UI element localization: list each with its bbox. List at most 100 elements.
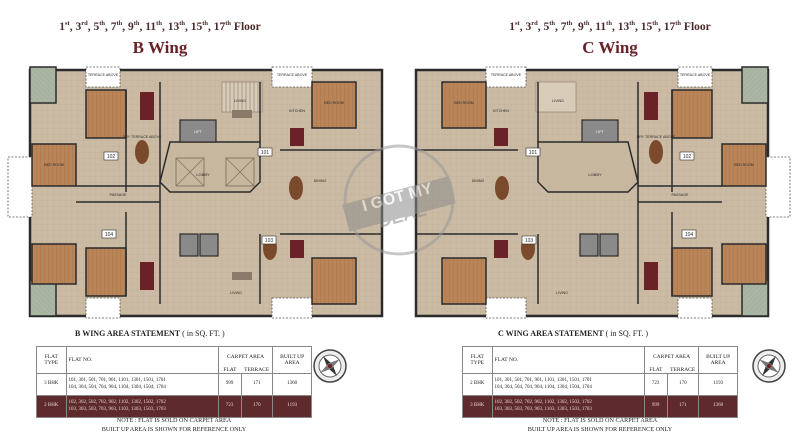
b-h-flat-no: FLAT NO. [65,346,219,374]
c-floor-part: rd [531,20,538,27]
b-h-carpet: CARPET AREA [217,346,274,367]
c-floor-part: th [606,20,612,27]
c-row1-no2: 104, 304, 504, 704, 904, 1104, 1304, 150… [494,384,592,390]
b-passage-label: PASSAGE [110,193,128,197]
b-note-line2: BUILT UP AREA IS SHOWN FOR REFERENCE ONL… [101,426,247,433]
c-h-carpet: CARPET AREA [643,346,700,367]
c-floor-part: , 7 [554,20,567,33]
c-floor-part: , 17 [658,20,676,33]
c-floor-part: th [629,20,635,27]
c-floor-part: st [515,20,520,27]
table-row: 3 BHK 102, 302, 502, 702, 902, 1102, 130… [462,395,738,418]
c-floor-part: , 15 [634,20,653,33]
b-floor-part: th [99,20,105,27]
c-row2-no2: 103, 303, 503, 703, 903, 1103, 1303, 150… [494,406,592,412]
b-floor-part: th [202,20,209,27]
b-row2-built: 1193 [272,395,312,418]
c-area-table: FLAT TYPE FLAT NO. CARPET AREA BUILT UP … [462,346,738,418]
b-area-statement-label: B WING AREA STATEMENT [75,329,181,338]
b-row2-terrace: 170 [240,395,274,418]
b-lobby-label: LOBBY [196,172,210,177]
c-row1-type: 2 BHK [462,373,493,396]
b-wing-plan [7,66,384,319]
b-floor-part: , 11 [139,20,157,33]
b-row1-no1: 101, 301, 501, 701, 901, 1101, 1301, 150… [68,378,166,383]
b-floor-part: th [225,20,232,27]
c-h-flat-type: FLAT TYPE [462,346,493,374]
c-bedroom-label: BED ROOM [734,163,754,167]
compass-icon [313,349,347,383]
b-row1-type: 3 BHK [36,373,67,396]
c-row1-flat: 723 [643,373,668,396]
c-row1-flat-no: 101, 301, 501, 701, 901, 1101, 1301, 150… [491,373,645,396]
c-row1-terrace: 170 [666,373,700,396]
c-bedroom-label-2: BED ROOM [454,101,474,105]
b-unit-104: 104 [105,232,114,238]
b-floor-part: st [65,20,70,27]
b-floor-part: th [156,20,162,27]
c-row2-no1: 102, 302, 502, 702, 902, 1102, 1302, 150… [494,400,592,405]
c-floor-part: , 3 [519,20,532,33]
c-row2-flat-no: 102, 302, 502, 702, 902, 1102, 1302, 150… [491,395,645,418]
c-dining-label: DINING [472,179,485,183]
c-unit-101: 101 [529,150,538,156]
b-unit-103: 103 [265,238,274,244]
c-area-unit: ( in SQ. FT. ) [605,329,649,338]
table-row: 2 BHK 102, 302, 502, 702, 902, 1102, 130… [36,395,312,418]
c-passage-label: PASSAGE [672,193,690,197]
b-area-statement-title: B WING AREA STATEMENT ( in SQ. FT. ) [75,329,225,338]
b-h-flat: FLAT [217,366,242,374]
b-floor-part: , 15 [184,20,203,33]
c-living-label-2: LIVING [556,291,568,295]
b-row1-terrace: 171 [240,373,274,396]
b-bedroom-label-2: BED ROOM [324,101,344,105]
c-h-terrace: TERRACE [667,366,700,374]
b-floor-part: , 3 [69,20,82,33]
b-living-label: LIVING [234,99,246,103]
b-row1-no2: 104, 304, 504, 704, 904, 1104, 1304, 150… [68,384,166,390]
c-kitchen-label: KITCHEN [493,109,509,113]
c-floor-part: th [675,20,682,27]
c-lift-label: LIFT [596,130,604,134]
c-floor-part: th [583,20,590,27]
c-terrace-label-2: TERRACE ABOVE [491,73,522,77]
b-row2-flat: 723 [217,395,242,418]
b-h-flat-type: FLAT TYPE [36,346,67,374]
b-unit-101: 101 [261,150,270,156]
b-unit-102: 102 [107,154,116,160]
b-floor-part: , 17 [208,20,226,33]
b-floor-part: , 5 [87,20,100,33]
b-row1-flat: 999 [217,373,242,396]
b-terrace-label-2: TERRACE ABOVE [277,73,308,77]
c-note-line1: NOTE : FLAT IS SOLD ON CARPET AREA [542,417,658,424]
c-floor-part: th [549,20,555,27]
b-floor-part: , 9 [122,20,134,33]
c-floor-part: th [652,20,659,27]
b-row2-no2: 103, 303, 503, 703, 903, 1103, 1303, 150… [68,406,166,412]
b-h-built: BUILT UP AREA [272,346,312,374]
table-row: 2 BHK 101, 301, 501, 701, 901, 1101, 130… [462,373,738,396]
c-row1-built: 1193 [698,373,738,396]
b-area-table: FLAT TYPE FLAT NO. CARPET AREA BUILT UP … [36,346,312,418]
table-row: 3 BHK 101, 301, 501, 701, 901, 1101, 130… [36,373,312,396]
c-lobby-label: LOBBY [588,172,602,177]
c-note-line2: BUILT UP AREA IS SHOWN FOR REFERENCE ONL… [527,426,673,433]
b-row1-flat-no: 101, 301, 501, 701, 901, 1101, 1301, 150… [65,373,219,396]
c-floor-part: , 9 [572,20,584,33]
b-row2-flat-no: 102, 302, 502, 702, 902, 1102, 1302, 150… [65,395,219,418]
b-row2-type: 2 BHK [36,395,67,418]
c-wing-floors-title: 1st, 3rd, 5th, 7th, 9th, 11th, 13th, 15t… [440,20,780,33]
c-h-built: BUILT UP AREA [698,346,738,374]
c-note: NOTE : FLAT IS SOLD ON CARPET AREA BUILT… [462,416,738,434]
b-living-label-2: LIVING [230,291,242,295]
c-floor-part: , 11 [589,20,607,33]
c-floor-part: Floor [681,20,711,33]
c-area-statement-label: C WING AREA STATEMENT [498,329,604,338]
c-unit-102: 102 [683,154,692,160]
b-h-terrace: TERRACE [241,366,274,374]
b-row2-no1: 102, 302, 502, 702, 902, 1102, 1302, 150… [68,400,166,405]
b-kitchen-label: KITCHEN [289,109,305,113]
c-row2-terrace: 171 [666,395,700,418]
c-h-flat: FLAT [643,366,668,374]
b-floor-part: Floor [231,20,261,33]
